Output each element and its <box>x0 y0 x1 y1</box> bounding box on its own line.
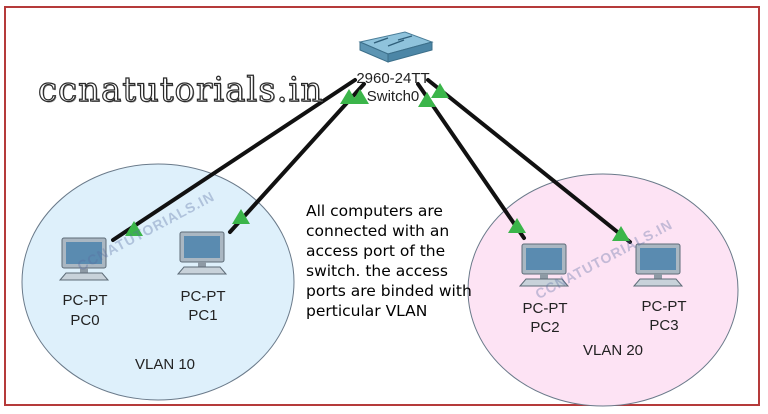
switch-model-label: 2960-24TT <box>356 70 430 87</box>
link-pc3 <box>426 78 632 244</box>
site-brand: ccnatutorials.in <box>37 69 324 110</box>
port-indicator <box>508 218 526 233</box>
pc0-name-label: PC0 <box>70 312 100 329</box>
pc2-type-label: PC-PT <box>522 300 568 317</box>
link-pc0 <box>111 78 357 242</box>
pc-icon <box>176 231 228 275</box>
pc3-name-label: PC3 <box>649 317 679 334</box>
pc0-type-label: PC-PT <box>62 292 108 309</box>
link-pc2 <box>416 82 526 240</box>
pc2-name-label: PC2 <box>530 319 560 336</box>
explanation-note: All computers are connected with an acce… <box>306 202 472 320</box>
pc1-type-label: PC-PT <box>180 288 226 305</box>
port-indicator <box>431 83 449 98</box>
switch-name-label: Switch0 <box>366 88 420 105</box>
port-indicator <box>125 221 143 236</box>
port-indicator <box>418 92 436 107</box>
pc-icon <box>518 243 570 287</box>
switch-icon <box>358 31 434 63</box>
vlan-20-zone <box>467 173 739 407</box>
vlan-10-label: VLAN 10 <box>134 356 196 373</box>
pc-icon <box>58 237 110 281</box>
port-indicator <box>232 209 250 224</box>
pc3-type-label: PC-PT <box>641 298 687 315</box>
link-pc1 <box>228 82 366 234</box>
vlan-20-label: VLAN 20 <box>582 342 644 359</box>
port-indicator <box>351 89 369 104</box>
pc-icon <box>632 243 684 287</box>
port-indicator <box>612 226 630 241</box>
pc1-name-label: PC1 <box>188 307 218 324</box>
vlan-10-zone <box>21 163 295 401</box>
